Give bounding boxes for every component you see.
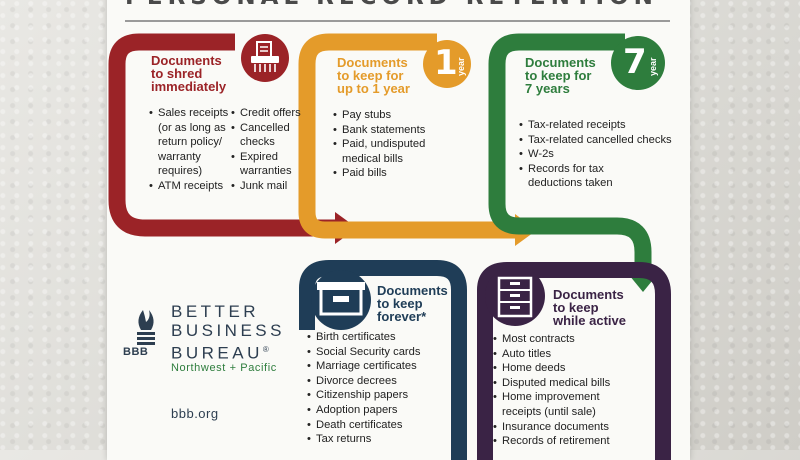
one-year-arrow	[298, 33, 517, 239]
list-item: Pay stubs	[333, 108, 425, 123]
one-year-badge-number: 1	[434, 43, 458, 83]
shred-heading-line: Documents	[151, 53, 222, 68]
list-item: Paid bills	[333, 166, 425, 181]
while-active-frame	[477, 262, 671, 460]
bbb-website[interactable]: bbb.org	[171, 406, 219, 421]
bbb-torch-icon	[137, 310, 155, 345]
list-item: Home deeds	[493, 361, 610, 376]
list-item: Divorce decrees	[307, 374, 420, 389]
bbb-wordmark-line: BUREAU	[171, 343, 263, 363]
bbb-wordmark-line: BETTER	[171, 302, 260, 321]
bbb-wordmark: BETTER BUSINESS BUREAU®	[171, 302, 285, 363]
bbb-trademark: ®	[262, 345, 269, 354]
seven-year-badge: 7 year	[611, 36, 665, 90]
list-item: receipts (until sale)	[502, 405, 596, 418]
while-active-list: Most contractsAuto titlesHome deedsDispu…	[493, 332, 610, 449]
list-item: Marriage certificates	[307, 359, 420, 374]
seven-year-heading: Documents to keep for 7 years	[525, 56, 596, 95]
list-item: Adoption papers	[307, 403, 420, 418]
seven-year-list: Tax-related receiptsTax-related cancelle…	[519, 118, 672, 191]
list-item: Tax-related receipts	[519, 118, 672, 133]
retention-schedule-magnet: PERSONAL RECORD RETENTION SCHEDULE	[107, 0, 690, 460]
seven-year-heading-line: Documents	[525, 55, 596, 70]
forever-frame	[299, 260, 467, 460]
list-item: Sales receipts	[149, 106, 228, 121]
list-item: Home improvement	[493, 390, 610, 405]
list-item: Auto titles	[493, 347, 610, 362]
seven-year-heading-line: 7 years	[525, 81, 570, 96]
one-year-list: Pay stubsBank statementsPaid, undisputed…	[333, 108, 425, 181]
seven-year-arrow	[488, 33, 652, 270]
list-item: Death certificates	[307, 418, 420, 433]
list-item: (or as long as	[158, 121, 226, 134]
list-item: W-2s	[519, 147, 672, 162]
bbb-region: Northwest + Pacific	[171, 362, 277, 374]
list-item: Citizenship papers	[307, 388, 420, 403]
shredder-icon	[251, 41, 279, 72]
while-active-heading-line: while active	[553, 313, 626, 328]
list-item: Bank statements	[333, 123, 425, 138]
list-item: warranty	[158, 150, 201, 163]
while-active-heading: Documents to keep while active	[553, 288, 626, 327]
list-item: Records of retirement	[493, 434, 610, 449]
list-item: Tax returns	[307, 432, 420, 447]
list-item: requires)	[158, 165, 203, 178]
file-cabinet-icon	[497, 276, 533, 318]
list-item: Most contracts	[493, 332, 610, 347]
title-divider	[125, 20, 670, 22]
one-year-heading-line: up to 1 year	[337, 81, 410, 96]
one-year-heading-line: Documents	[337, 55, 408, 70]
list-item: return policy/	[158, 136, 223, 149]
list-item: deductions taken	[528, 177, 613, 190]
list-item: Paid, undisputed	[333, 137, 425, 152]
forever-heading-line: Documents	[377, 283, 448, 298]
list-item: warranties	[240, 165, 292, 178]
forever-heading: Documents to keep forever*	[377, 284, 448, 323]
one-year-heading: Documents to keep for up to 1 year	[337, 56, 410, 95]
forever-heading-line: to keep	[377, 296, 423, 311]
shred-list-left: Sales receipts(or as long as return polic…	[149, 106, 228, 194]
poster-title: PERSONAL RECORD RETENTION SCHEDULE	[125, 0, 670, 10]
while-active-heading-line: Documents	[553, 287, 624, 302]
list-item: Cancelled	[231, 121, 301, 136]
bbb-wordmark-line: BUSINESS	[171, 321, 285, 340]
while-active-heading-line: to keep	[553, 300, 599, 315]
list-item: Social Security cards	[307, 345, 420, 360]
list-item: Credit offers	[231, 106, 301, 121]
file-box-icon	[317, 282, 365, 316]
seven-year-badge-unit: year	[648, 57, 658, 76]
list-item: Expired	[231, 150, 301, 165]
shred-heading: Documents to shred immediately	[151, 54, 226, 93]
forever-list: Birth certificatesSocial Security cardsM…	[307, 330, 420, 447]
one-year-badge: 1 year	[423, 40, 471, 88]
shred-arrow	[108, 33, 337, 237]
shred-list-right: Credit offersCancelledchecksExpiredwarra…	[231, 106, 301, 194]
one-year-badge-unit: year	[456, 57, 466, 76]
list-item: ATM receipts	[149, 179, 228, 194]
shred-heading-line: immediately	[151, 79, 227, 94]
list-item: Junk mail	[231, 179, 301, 194]
seven-year-badge-number: 7	[623, 42, 647, 82]
flow-arrows	[108, 33, 671, 460]
list-item: Disputed medical bills	[493, 376, 610, 391]
shred-heading-line: to shred	[151, 66, 203, 81]
forever-heading-line: forever*	[377, 309, 427, 324]
list-item: Insurance documents	[493, 420, 610, 435]
list-item: medical bills	[342, 152, 403, 165]
list-item: Birth certificates	[307, 330, 420, 345]
seven-year-heading-line: to keep for	[525, 68, 592, 83]
list-item: Records for tax	[519, 162, 672, 177]
one-year-heading-line: to keep for	[337, 68, 404, 83]
bbb-logo-mark: BBB	[123, 346, 149, 358]
list-item: Tax-related cancelled checks	[519, 133, 672, 148]
list-item: checks	[240, 136, 275, 149]
